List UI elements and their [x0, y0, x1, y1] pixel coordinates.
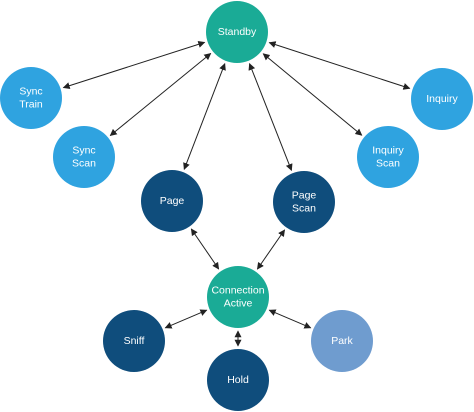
- node-sync-train-circle: [0, 67, 62, 129]
- node-page-scan-label-line-2: Scan: [292, 202, 316, 214]
- node-park-circle: [311, 310, 373, 372]
- edge-standby-to-sync-train: [62, 40, 206, 90]
- node-connection-active-label-line-2: Active: [224, 297, 253, 309]
- node-page-label-line-1: Page: [160, 195, 185, 207]
- edge-layer: [62, 40, 411, 347]
- edge-standby-to-inquiry-scan: [262, 53, 363, 136]
- node-standby-circle: [206, 1, 268, 63]
- node-page-scan-label-line-1: Page: [292, 189, 317, 201]
- edge-connection-active-to-park: [268, 309, 312, 329]
- node-sniff-label-line-1: Sniff: [124, 335, 145, 347]
- node-inquiry: Inquiry: [411, 68, 473, 130]
- node-page-scan-circle: [273, 171, 335, 233]
- edge-page-scan-to-connection-active: [256, 229, 286, 270]
- edge-page-to-connection-active: [190, 228, 220, 270]
- node-inquiry-scan-label-line-2: Scan: [376, 157, 400, 169]
- node-sync-train-label-line-1: Sync: [19, 85, 42, 97]
- edge-connection-active-to-sniff: [164, 309, 208, 329]
- node-sync-scan-label-line-2: Scan: [72, 157, 96, 169]
- node-inquiry-scan-label-line-1: Inquiry: [372, 144, 404, 156]
- node-standby: Standby: [206, 1, 268, 63]
- node-sync-scan-circle: [53, 126, 115, 188]
- node-page: Page: [141, 170, 203, 232]
- node-sniff-circle: [103, 310, 165, 372]
- node-inquiry-label-line-1: Inquiry: [426, 93, 458, 105]
- node-inquiry-circle: [411, 68, 473, 130]
- edge-standby-to-page: [183, 63, 226, 170]
- node-sync-scan-label-line-1: Sync: [72, 144, 95, 156]
- node-standby-label-line-1: Standby: [218, 26, 257, 38]
- node-connection-active-label-line-1: Connection: [211, 284, 264, 296]
- node-sniff: Sniff: [103, 310, 165, 372]
- edge-standby-to-page-scan: [248, 62, 293, 172]
- node-park-label-line-1: Park: [331, 335, 353, 347]
- node-inquiry-scan-circle: [357, 126, 419, 188]
- node-connection-active-circle: [207, 266, 269, 328]
- node-sync-train-label-line-2: Train: [19, 98, 43, 110]
- edge-standby-to-sync-scan: [109, 53, 212, 136]
- node-hold-label-line-1: Hold: [227, 374, 249, 386]
- node-hold-circle: [207, 349, 269, 411]
- node-page-circle: [141, 170, 203, 232]
- node-hold: Hold: [207, 349, 269, 411]
- edge-standby-to-inquiry: [268, 41, 411, 90]
- node-park: Park: [311, 310, 373, 372]
